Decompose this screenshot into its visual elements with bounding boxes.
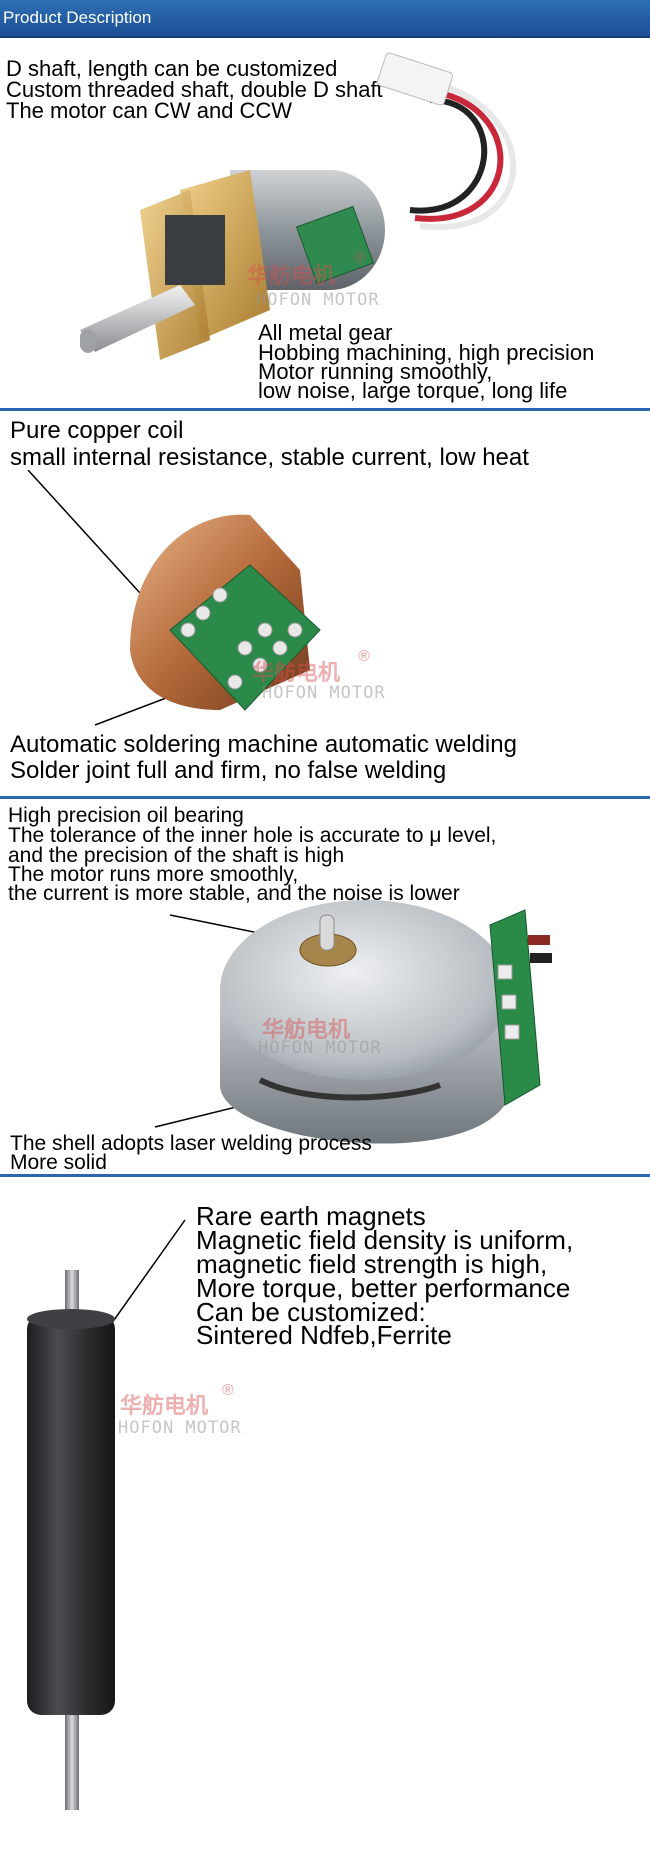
header-title: Product Description [3,8,152,27]
s4-line-6: Sintered Ndfeb,Ferrite [196,1320,452,1350]
s3-top-line-4: The motor runs more smoothly, [8,863,299,886]
watermark-en: HOFON MOTOR [118,1418,242,1438]
s3-top-line-3: and the precision of the shaft is high [8,844,345,867]
s1-bottom-line-2: Hobbing machining, high precision [258,340,595,365]
watermark-cn: 华舫电机 [247,263,336,288]
watermark-reg: ® [354,250,366,267]
s3-top-line-2: The tolerance of the inner hole is accur… [8,824,497,847]
s1-bottom-line-3: Motor running smoothly, [258,359,493,384]
s1-top-line-1: D shaft, length can be customized [6,56,338,81]
watermark-cn: 华舫电机 [252,660,341,685]
copper-coil-image [27,470,321,726]
watermark-cn: 华舫电机 [262,1017,351,1042]
s1-bottom-line-1: All metal gear [258,320,393,345]
s1-top-line-3: The motor can CW and CCW [6,98,293,123]
s1-top-line-2: Custom threaded shaft, double D shaft [6,77,383,102]
watermark-en: HOFON MOTOR [258,1038,382,1058]
s4-line-4: More torque, better performance [196,1273,571,1303]
s3-top-line-1: High precision oil bearing [8,804,244,827]
watermark-reg: ® [222,1382,234,1399]
s4-line-1: Rare earth magnets [196,1201,426,1231]
s2-bottom-line-1: Automatic soldering machine automatic we… [10,731,517,758]
s4-line-3: magnetic field strength is high, [196,1249,548,1279]
s2-bottom-line-2: Solder joint full and firm, no false wel… [10,757,447,784]
watermark-reg: ® [358,648,370,665]
geared-motor-image [80,52,517,360]
s3-bottom-line-1: The shell adopts laser welding process [10,1132,372,1155]
s3-bottom-line-2: More solid [10,1151,107,1174]
s1-bottom-line-4: low noise, large torque, long life [258,378,568,403]
oil-bearing-motor-image [154,900,552,1144]
section-divider [0,796,650,799]
watermark-en: HOFON MOTOR [256,290,380,310]
s3-top-line-5: the current is more stable, and the nois… [8,882,460,905]
section-header: Product Description [0,0,650,38]
watermark-cn: 华舫电机 [120,1393,209,1418]
s2-top-line-1: Pure copper coil [10,417,184,444]
section-divider [0,1174,650,1177]
watermark-en: HOFON MOTOR [262,683,386,703]
magnet-rotor-image [27,1219,186,1810]
s4-line-2: Magnetic field density is uniform, [196,1225,574,1255]
s2-top-line-2: small internal resistance, stable curren… [10,444,529,471]
section-divider [0,408,650,411]
s4-line-5: Can be customized: [196,1297,426,1327]
